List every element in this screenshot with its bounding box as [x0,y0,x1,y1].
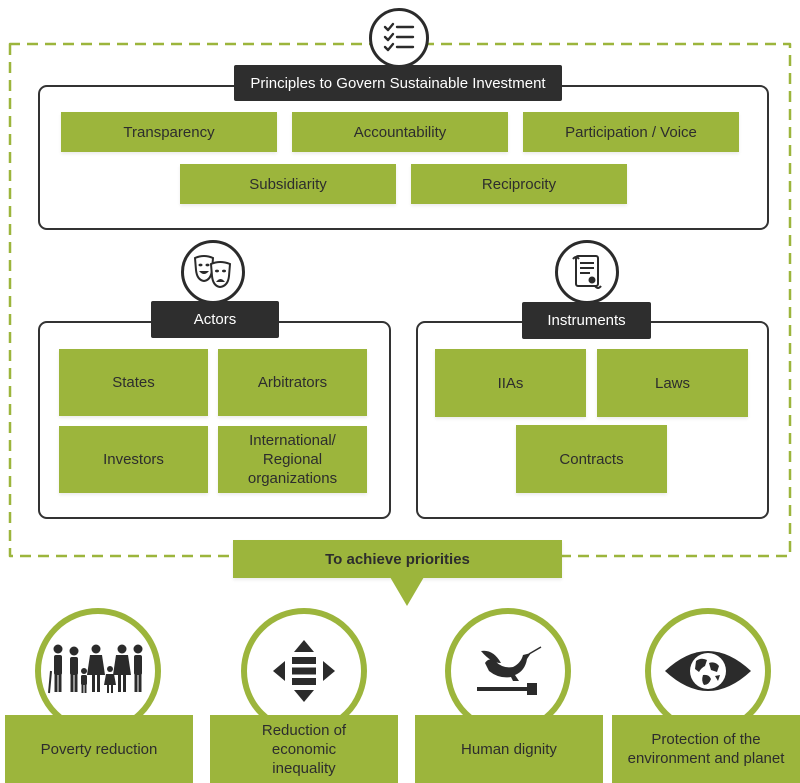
actors-title: Actors [151,301,279,338]
priority-protection-environment-planet: Protection of the environment and planet [612,715,800,783]
principles-title: Principles to Govern Sustainable Investm… [234,65,562,101]
scroll-document-icon [555,240,619,304]
priorities-banner: To achieve priorities [233,540,562,578]
priority-human-dignity: Human dignity [415,715,603,783]
principle-transparency: Transparency [61,112,277,152]
instrument-laws: Laws [597,349,748,417]
actor-international-regional-organizations: International/ Regional organizations [218,426,367,493]
checklist-icon [369,8,429,68]
principle-subsidiarity: Subsidiarity [180,164,396,204]
actor-states: States [59,349,208,416]
principle-reciprocity: Reciprocity [411,164,627,204]
instruments-title: Instruments [522,302,651,339]
principle-accountability: Accountability [292,112,508,152]
actor-investors: Investors [59,426,208,493]
principles-panel [38,85,769,230]
instrument-iias: IIAs [435,349,586,417]
family-icon [35,608,161,734]
priority-poverty-reduction: Poverty reduction [5,715,193,783]
principle-participation-voice: Participation / Voice [523,112,739,152]
dove-icon [445,608,571,734]
arrows-inequality-icon [241,608,367,734]
priority-reduction-economic-inequality: Reduction of economic inequality [210,715,398,783]
actor-arbitrators: Arbitrators [218,349,367,416]
banner-pointer [390,577,424,606]
theater-masks-icon [181,240,245,304]
instrument-contracts: Contracts [516,425,667,493]
earth-eye-icon [645,608,771,734]
